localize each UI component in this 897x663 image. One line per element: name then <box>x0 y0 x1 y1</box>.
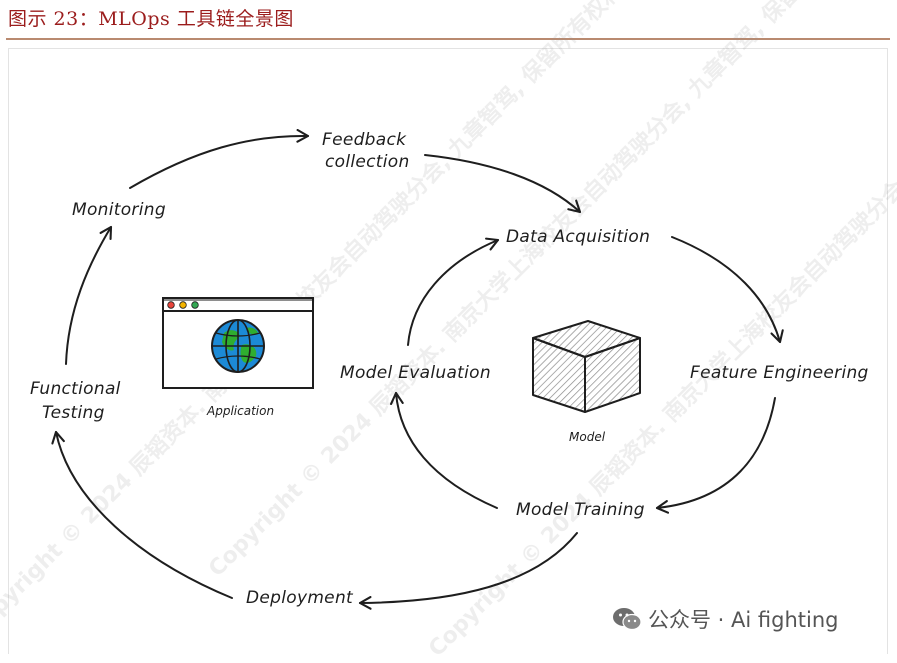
node-monitoring: Monitoring <box>72 200 166 220</box>
application-label: Application <box>206 404 274 418</box>
node-model-evaluation: Model Evaluation <box>340 363 491 383</box>
window-maximize-dot-icon <box>191 301 199 309</box>
arrow-deployment-to-functional <box>51 430 233 599</box>
window-close-dot-icon <box>167 301 175 309</box>
application-window-icon <box>162 297 314 389</box>
title-divider <box>6 38 890 40</box>
node-functional-line2: Testing <box>42 403 105 423</box>
arrow-evaluation-to-data-acquisition <box>407 237 500 346</box>
figure-title: 图示 23：MLOps 工具链全景图 <box>8 8 294 30</box>
model-cube-icon <box>532 320 641 413</box>
globe-icon <box>211 319 265 373</box>
arrow-data-acquisition-to-feature <box>671 236 784 344</box>
node-data-acquisition: Data Acquisition <box>506 227 650 247</box>
wechat-account-text: 公众号 · Ai fighting <box>648 608 839 632</box>
arrow-feature-to-training <box>655 397 776 514</box>
arrow-training-to-evaluation <box>390 391 498 509</box>
arrow-feedback-to-data-acquisition <box>424 154 582 214</box>
node-model-training: Model Training <box>516 500 645 520</box>
wechat-icon <box>613 608 642 631</box>
node-feedback-line1: Feedback <box>322 130 407 150</box>
diagram-frame <box>8 48 888 654</box>
node-feedback-line2: collection <box>325 152 410 172</box>
node-deployment: Deployment <box>246 588 354 608</box>
arrow-functional-to-monitoring <box>65 225 113 365</box>
window-minimize-dot-icon <box>179 301 187 309</box>
arrow-monitoring-to-feedback <box>129 128 310 189</box>
model-label: Model <box>569 430 606 444</box>
arrow-training-to-deployment <box>358 532 578 610</box>
node-functional-line1: Functional <box>30 379 121 399</box>
wechat-attribution: 公众号 · Ai fighting <box>612 603 838 635</box>
node-feature-engineering: Feature Engineering <box>690 363 869 383</box>
